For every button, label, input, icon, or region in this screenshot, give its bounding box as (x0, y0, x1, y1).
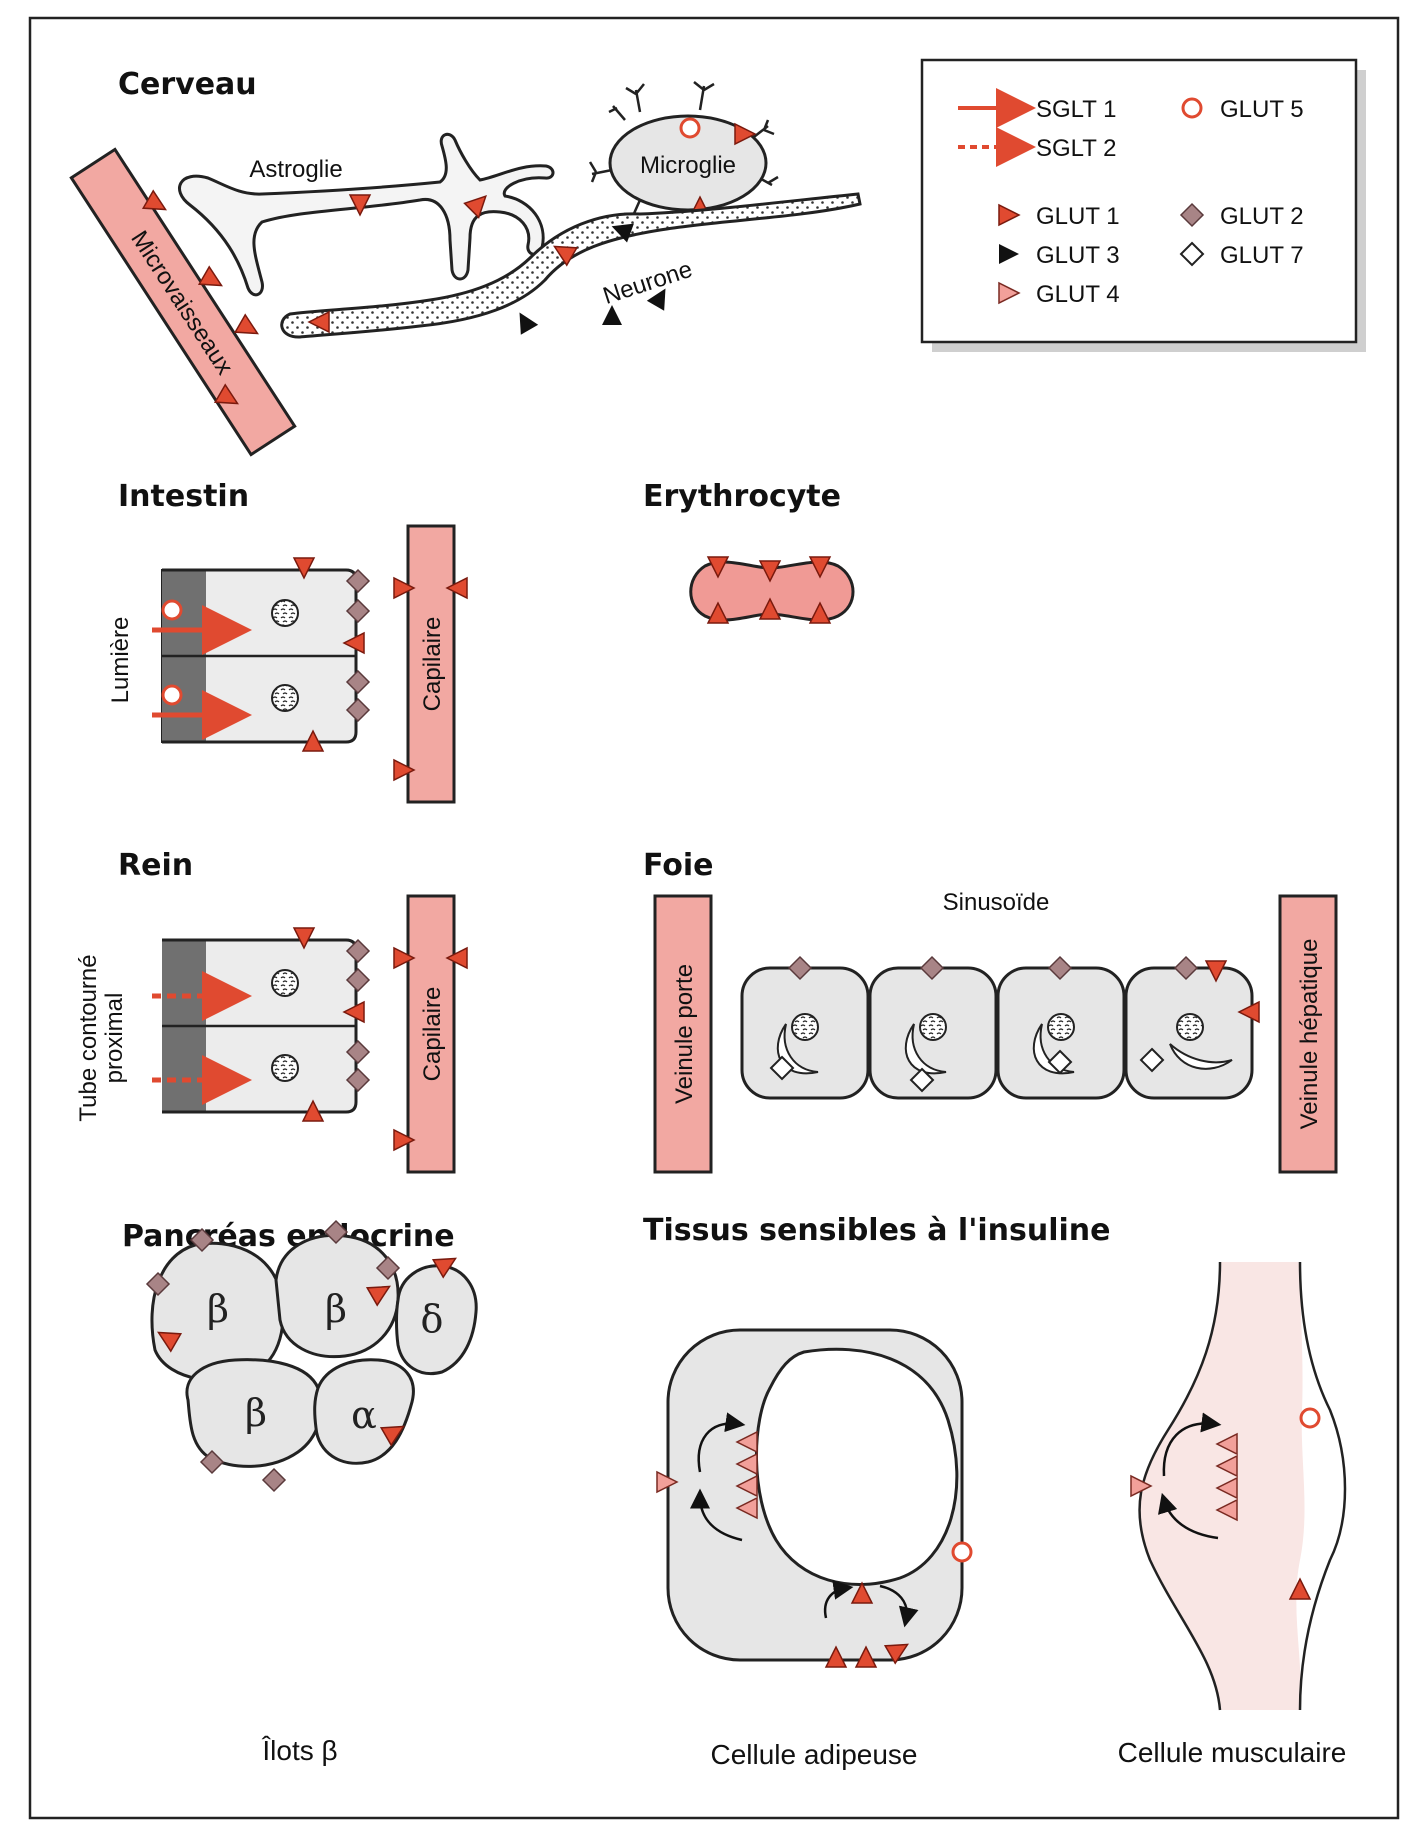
nucleus (271, 1054, 299, 1082)
pancreas-title: Pancréas endocrine (122, 1219, 455, 1254)
insulin-tissues-title: Tissus sensibles à l'insuline (643, 1213, 1111, 1248)
kidney-panel: Rein Tube contourné proximal Capilaire (75, 848, 468, 1174)
adipocyte-label: Cellule adipeuse (710, 1739, 917, 1770)
beta-islets-label: Îlots β (261, 1735, 337, 1766)
proximal-tubule-label-2: proximal (101, 993, 128, 1084)
translocation-arrow (823, 1579, 854, 1619)
delta-label: δ (421, 1297, 444, 1341)
delta-cell (395, 1264, 478, 1375)
hepatic-venule (1278, 894, 1338, 1174)
glut5-marker (1299, 1407, 1321, 1429)
hepatocyte (996, 956, 1126, 1100)
sinusoid-label: Sinusoïde (943, 889, 1050, 916)
glut5-marker (161, 599, 183, 621)
erythrocyte-title: Erythrocyte (643, 479, 841, 514)
microglia-label: Microglie (640, 152, 736, 179)
portal-venule (653, 894, 713, 1174)
astroglia-cell (178, 132, 555, 297)
glut5-circle-icon (1181, 97, 1203, 119)
legend-glut2: GLUT 2 (1220, 203, 1304, 230)
beta-label: β (207, 1287, 229, 1331)
adipocyte-cell (666, 1328, 964, 1662)
beta-label: β (325, 1287, 347, 1331)
muscle-membrane-right (1298, 1261, 1347, 1711)
alpha-label: α (351, 1393, 377, 1437)
legend-glut1: GLUT 1 (1036, 203, 1120, 230)
legend-glut7: GLUT 7 (1220, 242, 1304, 269)
hepatocyte (1124, 956, 1254, 1100)
glut5-marker (951, 1541, 973, 1563)
legend-glut5: GLUT 5 (1220, 96, 1304, 123)
internalization-arrow (690, 1488, 743, 1542)
erythrocyte-panel: Erythrocyte (643, 479, 855, 624)
capillary-label: Capilaire (419, 987, 446, 1082)
legend-sglt1: SGLT 1 (1036, 96, 1116, 123)
pancreas-panel: Pancréas endocrine β β δ β α Îlots β (122, 1219, 478, 1766)
hepatocyte (740, 956, 870, 1100)
legend-box: SGLT 1 SGLT 2 GLUT 5 GLUT 1 GLUT 3 GLUT … (920, 58, 1366, 352)
translocation-arrow (1162, 1412, 1222, 1477)
capillary-vessel (406, 894, 456, 1174)
portal-venule-label: Veinule porte (671, 964, 698, 1104)
brain-panel: Cerveau Microvaisseaux Astroglie Microgl… (69, 67, 862, 457)
glut5-marker (161, 684, 183, 706)
legend-sglt2: SGLT 2 (1036, 135, 1116, 162)
legend-glut3: GLUT 3 (1036, 242, 1120, 269)
microvessel-label: Microvaisseaux (125, 226, 238, 379)
hepatocyte (868, 956, 998, 1100)
translocation-arrow (697, 1412, 746, 1473)
lumen-label: Lumière (107, 617, 134, 704)
glut1-marker (234, 314, 264, 343)
legend-glut4: GLUT 4 (1036, 281, 1120, 308)
brain-title: Cerveau (118, 67, 257, 102)
capillary-label: Capilaire (419, 617, 446, 712)
muscle-cell-label: Cellule musculaire (1118, 1737, 1347, 1768)
liver-panel: Foie Sinusoïde Veinule porte Veinule hép… (643, 848, 1338, 1174)
internalization-arrow (879, 1584, 919, 1628)
proximal-tubule-label-1: Tube contourné (75, 954, 102, 1121)
beta-label: β (245, 1391, 267, 1435)
insulin-tissues-panel: Tissus sensibles à l'insuline Cellule ad… (643, 1213, 1346, 1770)
internalization-arrow (1158, 1492, 1219, 1540)
nucleus (271, 684, 299, 712)
glut5-marker (679, 117, 701, 139)
neuron-label: Neurone (600, 256, 696, 310)
hepatic-venule-label: Veinule hépatique (1296, 939, 1323, 1130)
nucleus (271, 969, 299, 997)
figure-frame (28, 16, 1400, 1820)
intestine-title: Intestin (118, 479, 249, 514)
glut2-marker (262, 1468, 286, 1492)
muscle-membrane-left (1138, 1261, 1222, 1711)
neuron-cell (280, 192, 862, 339)
kidney-title: Rein (118, 848, 193, 883)
microglia-cell: Microglie (588, 81, 779, 224)
astroglia-label: Astroglie (249, 156, 342, 183)
liver-title: Foie (643, 848, 714, 883)
glut3-marker (602, 305, 622, 325)
capillary-vessel (406, 524, 456, 804)
intestine-panel: Intestin Lumière Capilaire (107, 479, 468, 804)
nucleus (271, 599, 299, 627)
glut3-marker (510, 307, 539, 335)
